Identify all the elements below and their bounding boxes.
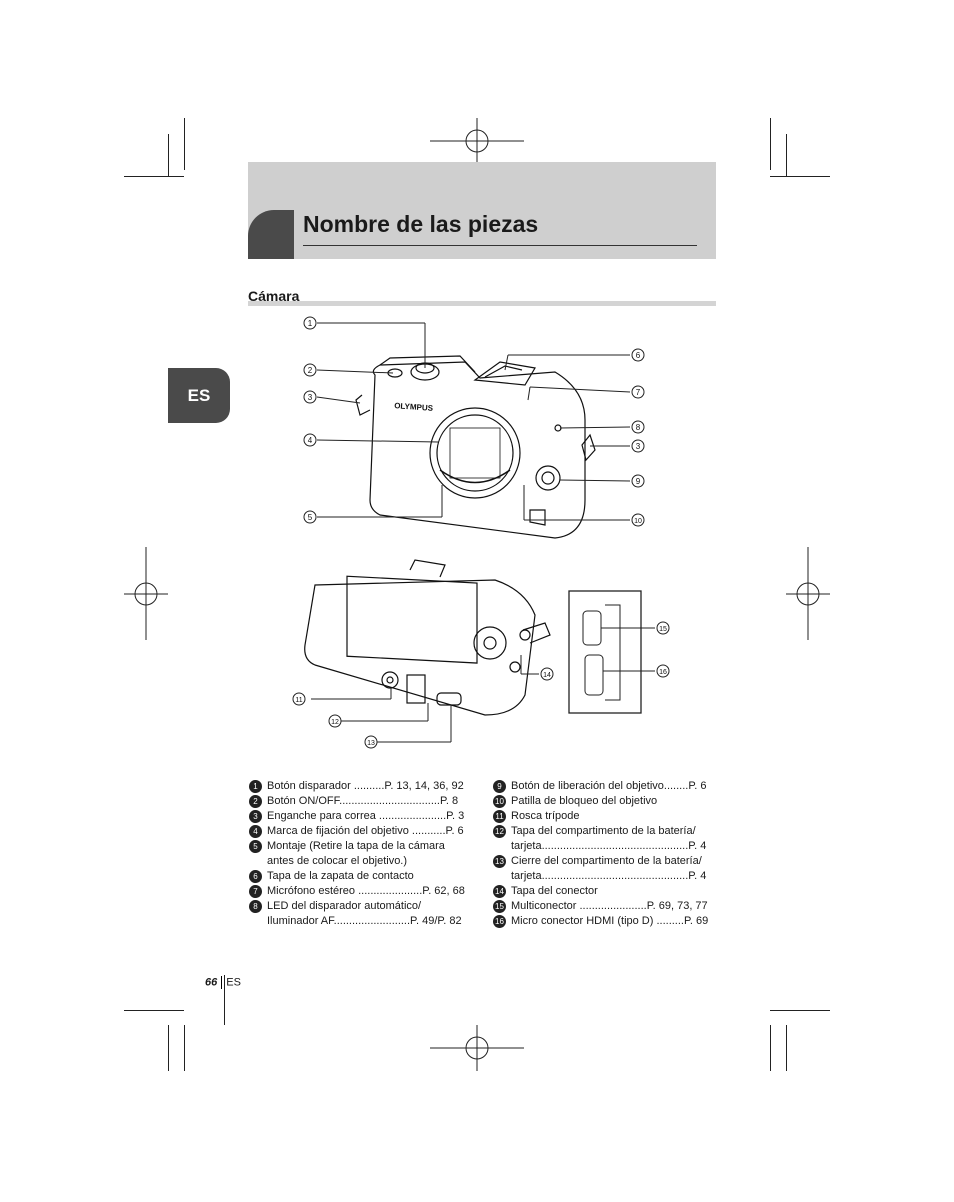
section-rule bbox=[248, 301, 716, 306]
header-band bbox=[248, 162, 716, 259]
callout-9: 9 bbox=[636, 477, 641, 486]
language-tab: ES bbox=[168, 368, 230, 423]
title-underline bbox=[303, 245, 697, 246]
page-title: Nombre de las piezas bbox=[303, 211, 539, 237]
brand-logo: OLYMPUS bbox=[394, 401, 434, 413]
callout-1: 1 bbox=[308, 319, 313, 328]
callout-14: 14 bbox=[543, 672, 551, 679]
callout-3: 3 bbox=[308, 393, 313, 402]
header-accent bbox=[248, 210, 294, 259]
callout-3b: 3 bbox=[636, 442, 641, 451]
callout-11: 11 bbox=[295, 697, 302, 704]
section-title: Cámara bbox=[248, 288, 300, 304]
camera-front-figure: OLYMPUS 1 2 3 4 5 6 7 8 3 9 10 bbox=[303, 316, 645, 539]
callout-4: 4 bbox=[308, 436, 313, 445]
callout-15: 15 bbox=[659, 626, 667, 633]
callout-16: 16 bbox=[659, 669, 667, 676]
callout-6: 6 bbox=[636, 351, 641, 360]
callout-12: 12 bbox=[331, 719, 339, 726]
callout-13: 13 bbox=[367, 740, 375, 747]
callout-2: 2 bbox=[308, 366, 313, 375]
callout-10: 10 bbox=[634, 518, 642, 525]
callout-8: 8 bbox=[636, 423, 641, 432]
callout-5: 5 bbox=[308, 513, 313, 522]
camera-back-figure: 11 12 13 14 15 16 bbox=[292, 559, 670, 749]
callout-7: 7 bbox=[636, 388, 641, 397]
